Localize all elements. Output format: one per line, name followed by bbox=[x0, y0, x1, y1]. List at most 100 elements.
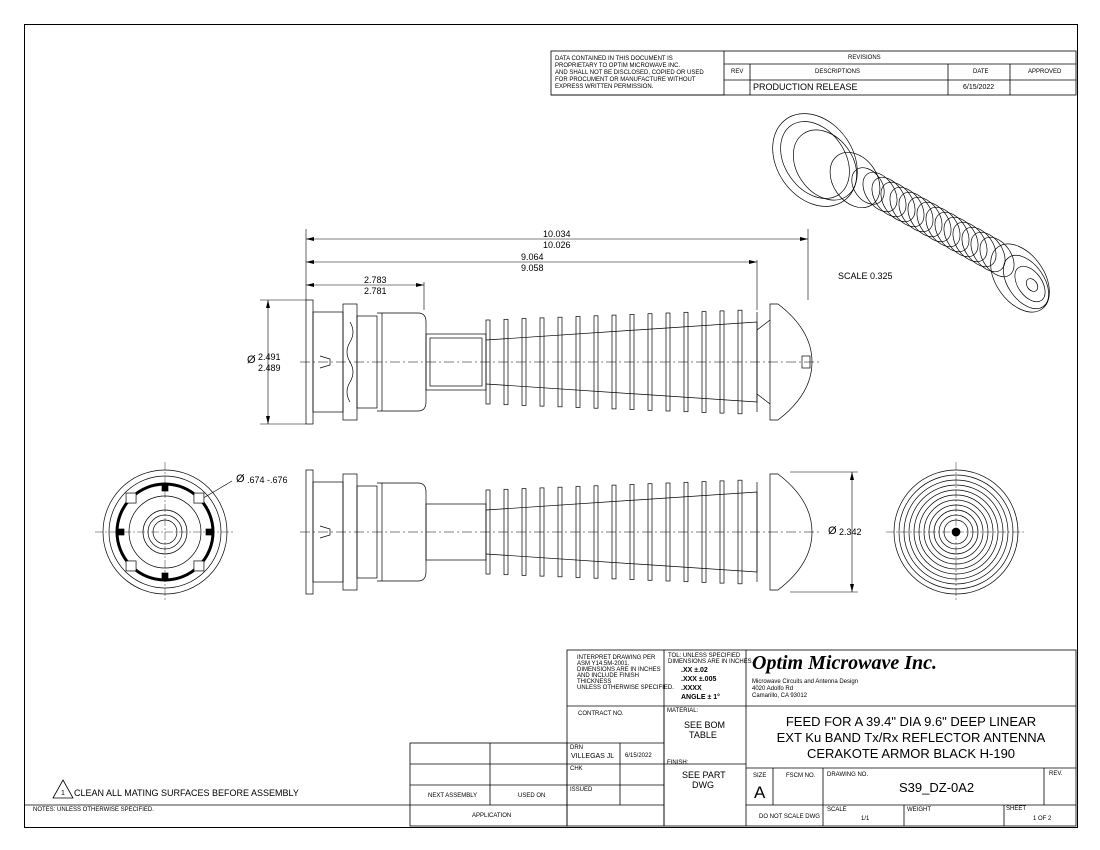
tol-xxxx: .XXXX bbox=[681, 685, 702, 692]
flange-lug bbox=[193, 560, 205, 572]
iso-fin bbox=[952, 221, 988, 263]
horn-fin bbox=[719, 310, 725, 414]
iso-fin bbox=[934, 211, 970, 253]
proprietary-line-1: DATA CONTAINED IN THIS DOCUMENT IS bbox=[555, 56, 673, 62]
dim-overall-lower: 10.026 bbox=[543, 240, 571, 250]
horn-fin bbox=[575, 486, 581, 578]
note-text: CLEAN ALL MATING SURFACES BEFORE ASSEMBL… bbox=[74, 788, 299, 798]
horn-fin bbox=[485, 489, 491, 575]
rev-label: REV. bbox=[1049, 771, 1063, 777]
horn-fin bbox=[485, 319, 491, 405]
scale-value: 1/1 bbox=[861, 816, 870, 822]
weight-label: WEIGHT bbox=[907, 807, 931, 813]
drn-label: DRN bbox=[570, 745, 583, 751]
horn-fin bbox=[737, 309, 743, 415]
dim-hole-dia: .674 -.676 bbox=[247, 475, 288, 485]
revisions-col-date: DATE bbox=[973, 69, 989, 75]
revision-row-desc: PRODUCTION RELEASE bbox=[753, 82, 858, 92]
horn-fin bbox=[665, 482, 671, 582]
desc-line-1: FEED FOR A 39.4" DIA 9.6" DEEP LINEAR bbox=[785, 714, 1037, 729]
dim-mid-upper: 9.064 bbox=[521, 252, 544, 262]
notes-footer: NOTES: UNLESS OTHERWISE SPECIFIED. bbox=[33, 807, 154, 813]
interpret-3: DIMENSIONS ARE IN INCHES bbox=[577, 667, 661, 673]
tol-xx: .XX ±.02 bbox=[681, 667, 708, 674]
revisions-title: REVISIONS bbox=[848, 55, 881, 61]
horn-fin bbox=[521, 488, 527, 576]
horn-fin bbox=[683, 311, 689, 413]
chk-label: CHK bbox=[570, 766, 583, 772]
material-label: MATERIAL: bbox=[667, 708, 699, 714]
company-address-1: 4020 Adolfo Rd bbox=[752, 686, 794, 692]
horn-fin bbox=[539, 317, 545, 407]
next-assembly-label: NEXT ASSEMBLY bbox=[428, 793, 478, 799]
horn-fin bbox=[701, 481, 707, 583]
horn-fin bbox=[629, 484, 635, 580]
flange-lug bbox=[125, 560, 137, 572]
horn-fin bbox=[719, 480, 725, 584]
iso-fin bbox=[925, 206, 961, 248]
horn-fin bbox=[683, 481, 689, 583]
iso-fin bbox=[898, 191, 934, 233]
company-name: Optim Microwave Inc. bbox=[752, 652, 937, 674]
horn-fin bbox=[593, 485, 599, 579]
tol-angle: ANGLE ± 1° bbox=[681, 694, 720, 701]
size-value: A bbox=[754, 783, 766, 802]
drawing-no-label: DRAWING NO. bbox=[827, 772, 869, 778]
desc-line-2: EXT Ku BAND Tx/Rx REFLECTOR ANTENNA bbox=[776, 730, 1046, 745]
desc-line-3: CERAKOTE ARMOR BLACK H-190 bbox=[806, 746, 1016, 761]
interpret-5: THICKNESS bbox=[577, 679, 612, 685]
dim-mid-lower: 9.058 bbox=[521, 263, 544, 273]
horn-fin bbox=[539, 487, 545, 577]
flange-bolt bbox=[161, 572, 169, 580]
iso-fin bbox=[979, 236, 1015, 278]
flange-bolt bbox=[205, 528, 213, 536]
finish-label: FINISH: bbox=[667, 760, 689, 766]
horn-body bbox=[485, 321, 758, 403]
iso-fin bbox=[880, 181, 916, 223]
horn-fin bbox=[557, 486, 563, 578]
material-value-1: SEE BOM bbox=[684, 720, 726, 730]
material-value-2: TABLE bbox=[689, 730, 717, 740]
dim-horn-dia: 2.342 bbox=[839, 527, 862, 537]
horn-fin bbox=[629, 314, 635, 410]
finish-value-1: SEE PART bbox=[682, 770, 726, 780]
do-not-scale: DO NOT SCALE DWG bbox=[759, 814, 820, 820]
interpret-2: ASM Y14.5M-2001. bbox=[577, 661, 630, 667]
dim-short-lower: 2.781 bbox=[364, 286, 387, 296]
horn-fin bbox=[521, 318, 527, 406]
horn-fin bbox=[503, 488, 509, 576]
iso-fin bbox=[862, 171, 898, 213]
proprietary-line-2: PROPRIETARY TO OPTIM MICROWAVE INC. bbox=[555, 63, 681, 69]
dim-short-upper: 2.783 bbox=[364, 275, 387, 285]
scale-note: SCALE 0.325 bbox=[838, 271, 893, 281]
proprietary-line-5: EXPRESS WRITTEN PERMISSION. bbox=[555, 84, 654, 90]
horn-body bbox=[485, 491, 758, 573]
dia-symbol-2: Ø bbox=[236, 473, 245, 485]
dim-overall-upper: 10.034 bbox=[543, 229, 571, 239]
issued-label: ISSUED bbox=[570, 787, 593, 793]
sheet-value: 1 OF 2 bbox=[1033, 816, 1052, 822]
horn-fin bbox=[593, 315, 599, 409]
used-on-label: USED ON bbox=[518, 793, 546, 799]
iso-fin bbox=[916, 201, 952, 243]
finish-value-2: DWG bbox=[692, 780, 714, 790]
horn-fin bbox=[647, 313, 653, 411]
iso-fin bbox=[871, 176, 907, 218]
dia-symbol-1: Ø bbox=[247, 354, 256, 366]
interpret-1: INTERPRET DRAWING PER bbox=[577, 655, 656, 661]
contract-label: CONTRACT NO. bbox=[578, 711, 624, 717]
tol-1: TOL: UNLESS SPECIFIED bbox=[668, 653, 741, 659]
sheet-label: SHEET bbox=[1006, 806, 1027, 812]
iso-fin bbox=[889, 186, 925, 228]
horn-fin bbox=[665, 312, 671, 412]
flange-lug bbox=[193, 492, 205, 504]
proprietary-line-3: AND SHALL NOT BE DISCLOSED, COPIED OR US… bbox=[555, 70, 704, 76]
revisions-col-desc: DESCRIPTIONS bbox=[815, 69, 861, 75]
iso-fin bbox=[970, 231, 1006, 273]
application-label: APPLICATION bbox=[472, 813, 512, 819]
drn-name: VILLEGAS JL bbox=[571, 753, 615, 760]
iso-fin bbox=[907, 196, 943, 238]
note-number: 1 bbox=[61, 790, 65, 797]
company-sub: Microwave Circuits and Antenna Design bbox=[752, 679, 859, 685]
